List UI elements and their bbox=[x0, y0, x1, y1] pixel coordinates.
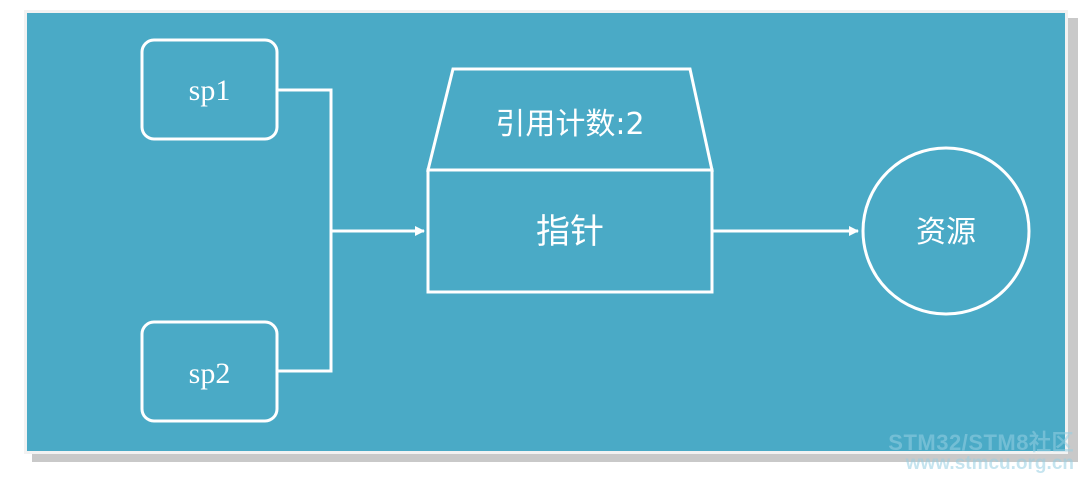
sp2-node: sp2 bbox=[140, 320, 279, 423]
sp2-label: sp2 bbox=[189, 357, 231, 390]
ref-count-label: 引用计数:2 bbox=[495, 107, 644, 142]
resource-label: 资源 bbox=[916, 215, 976, 250]
sp1-node: sp1 bbox=[140, 38, 279, 141]
pointer-label: 指针 bbox=[536, 212, 604, 252]
watermark-line2: www.stmcu.org.cn bbox=[905, 453, 1074, 475]
merge-connector bbox=[277, 88, 333, 373]
watermark-line1: STM32/STM8社区 bbox=[888, 429, 1074, 455]
sp1-label: sp1 bbox=[189, 74, 231, 107]
ref-count-node: 引用计数:2 bbox=[426, 67, 714, 172]
resource-node: 资源 bbox=[861, 146, 1031, 316]
pointer-node: 指针 bbox=[426, 168, 714, 294]
diagram-panel bbox=[24, 10, 1068, 454]
watermark: STM32/STM8社区 www.stmcu.org.cn bbox=[888, 431, 1074, 474]
